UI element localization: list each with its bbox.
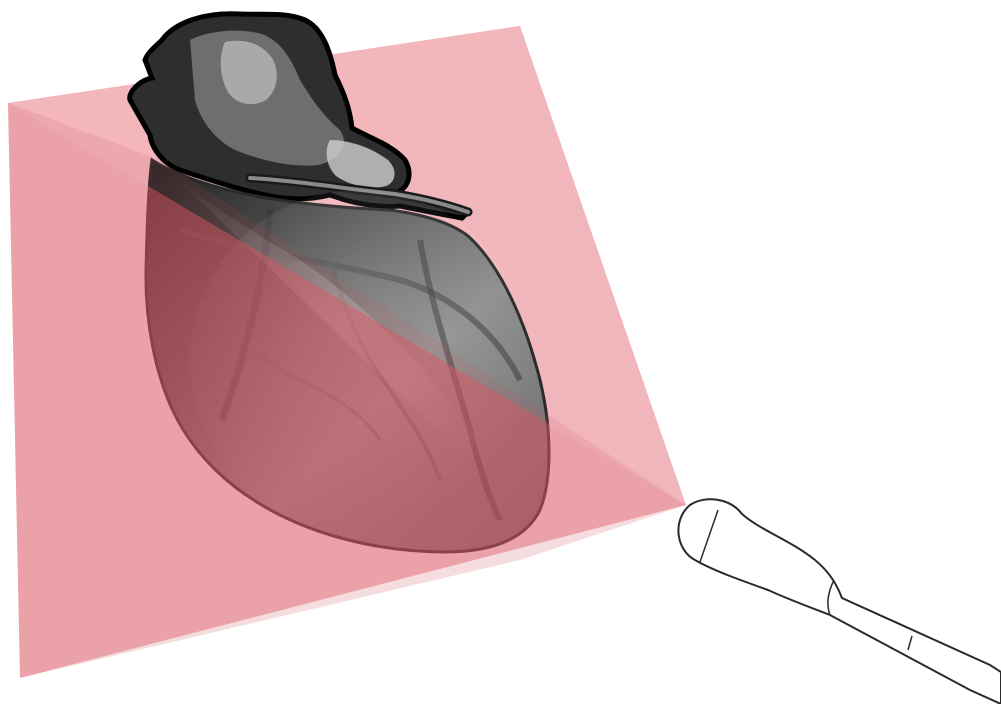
ultrasound-probe: [678, 499, 1001, 704]
